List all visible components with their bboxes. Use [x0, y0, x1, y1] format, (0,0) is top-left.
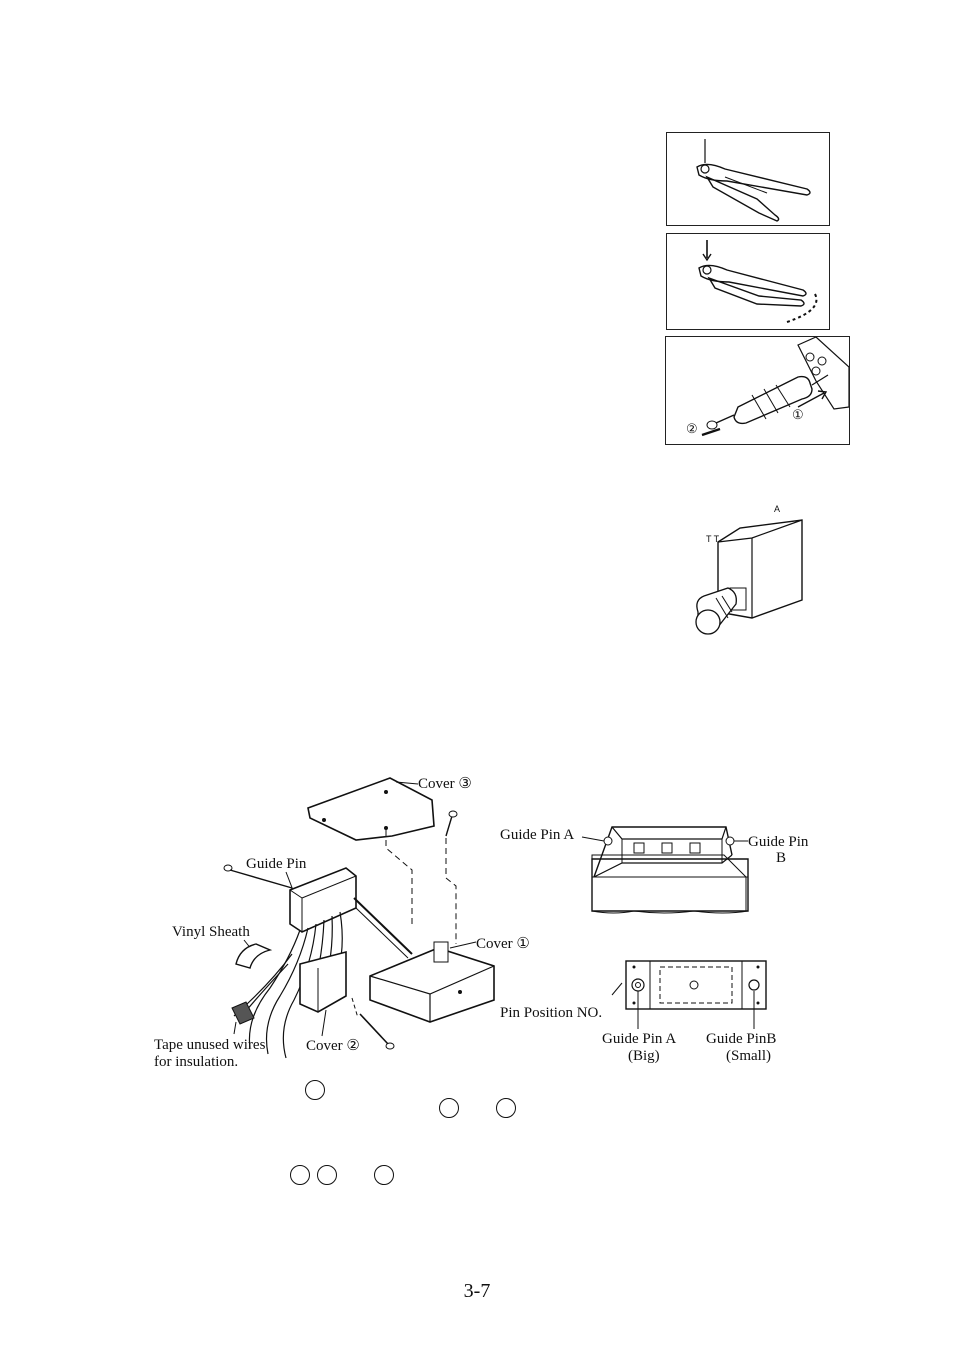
- guide-pin-b-small-label-line1: Guide PinB: [706, 1031, 776, 1047]
- crimp-tool-closing-illustration: [698, 240, 818, 323]
- connector-label-a: A: [774, 504, 780, 514]
- circle-mark-4: [290, 1165, 310, 1185]
- guide-pin-a-big-label-line1: Guide Pin A: [602, 1031, 676, 1047]
- guide-pin-a-label: Guide Pin A: [500, 827, 574, 843]
- crimp-tool-figure-2: [666, 233, 830, 330]
- circle-mark-6: [374, 1165, 394, 1185]
- extract-label-2: ②: [686, 421, 698, 436]
- page-number: 3-7: [463, 1280, 491, 1302]
- tape-wires-label-line2: for insulation.: [154, 1054, 238, 1070]
- pin-extraction-figure: ② ①: [665, 336, 850, 445]
- guide-pin-illustration: Guide Pin A Guide Pin B Pin Position NO.…: [500, 826, 809, 1064]
- guide-pin-label: Guide Pin: [246, 856, 307, 872]
- connector-illustration: A T T: [695, 504, 803, 635]
- extraction-tool-illustration: ② ①: [686, 337, 849, 437]
- circle-mark-2: [439, 1098, 459, 1118]
- crimp-tool-open-illustration: [696, 139, 811, 222]
- extract-label-1: ①: [792, 407, 804, 422]
- tape-wires-label-line1: Tape unused wires: [154, 1037, 266, 1053]
- guide-pin-b-label-line1: Guide Pin: [748, 834, 809, 850]
- cover-1-label: Cover ①: [476, 936, 530, 952]
- circle-mark-3: [496, 1098, 516, 1118]
- vinyl-sheath-label: Vinyl Sheath: [172, 924, 250, 940]
- connector-assembly-diagram: Cover ③ Guide Pin Vinyl Sheath: [150, 768, 550, 1073]
- circle-mark-1: [305, 1080, 325, 1100]
- guide-pin-a-big-label-line2: (Big): [628, 1048, 660, 1064]
- assembly-illustration: Cover ③ Guide Pin Vinyl Sheath: [154, 776, 530, 1070]
- circle-mark-5: [317, 1165, 337, 1185]
- cover-3-label: Cover ③: [418, 776, 472, 792]
- connector-figure: A T T: [688, 500, 808, 640]
- crimp-tool-figure-1: [666, 132, 830, 226]
- pin-position-label: Pin Position NO.: [500, 1005, 602, 1021]
- guide-pin-diagram: Guide Pin A Guide Pin B Pin Position NO.…: [494, 815, 824, 1070]
- connector-label-tt: T T: [706, 534, 720, 544]
- cover-2-label: Cover ②: [306, 1038, 360, 1054]
- guide-pin-b-label-line2: B: [776, 850, 786, 866]
- guide-pin-b-small-label-line2: (Small): [726, 1048, 771, 1064]
